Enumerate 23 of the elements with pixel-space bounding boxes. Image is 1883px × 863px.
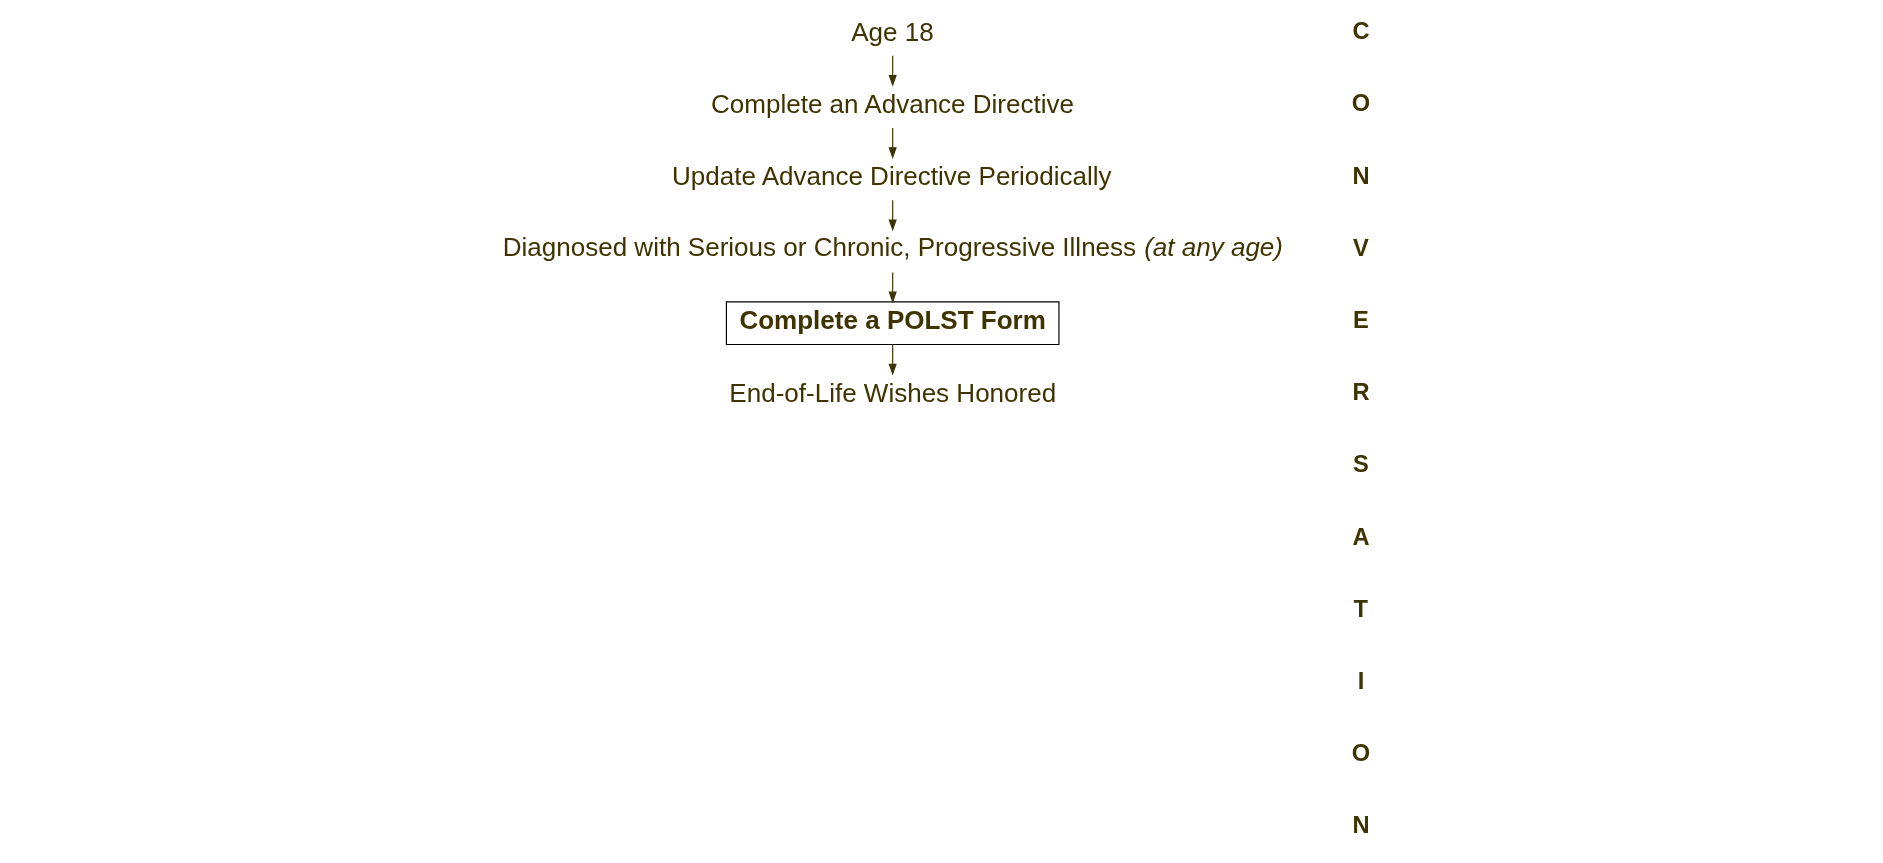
label: E [1353, 306, 1369, 333]
arrow [888, 199, 897, 232]
node-text: Age 18 [851, 17, 934, 48]
arrow [888, 127, 897, 160]
label: I [1357, 667, 1365, 694]
arrow [888, 271, 897, 304]
label: N [1352, 162, 1370, 189]
node-text: End-of-Life Wishes Honored [729, 378, 1057, 409]
label: O [1351, 90, 1371, 117]
label: A [1352, 523, 1370, 550]
node-text: Diagnosed with Serious or Chronic, Progressive Illness (at any age) [502, 232, 1283, 263]
label: T [1353, 595, 1369, 622]
label: S [1353, 451, 1369, 478]
label: C [1352, 18, 1370, 45]
node-box: Complete a POLST Form [725, 301, 1060, 346]
label: N [1352, 812, 1370, 839]
arrow [888, 344, 897, 376]
label: O [1351, 740, 1371, 767]
arrow [888, 55, 897, 87]
label: V [1353, 234, 1369, 261]
node-text: Complete an Advance Directive [711, 89, 1074, 120]
label: R [1352, 379, 1370, 406]
node-text: Update Advance Directive Periodically [671, 161, 1112, 192]
